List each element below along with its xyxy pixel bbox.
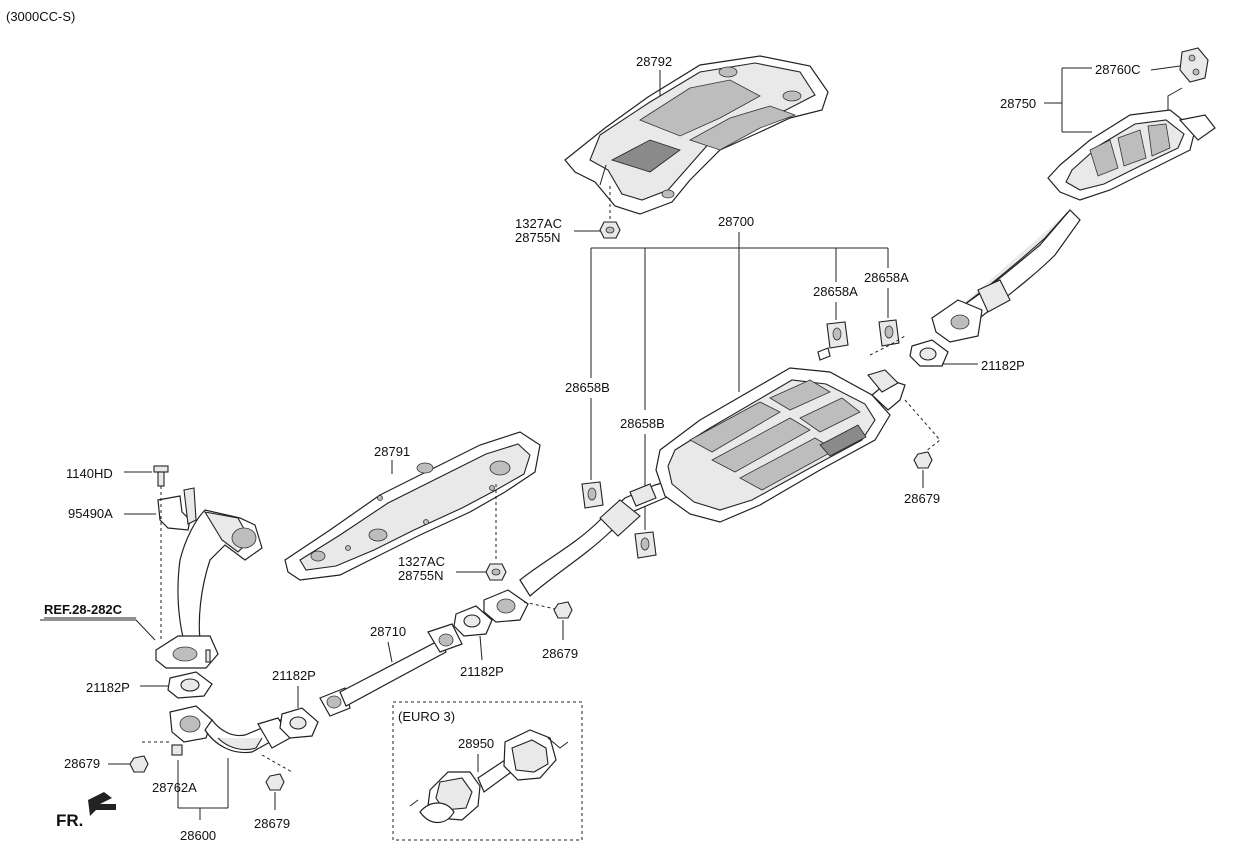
nut-28679-left[interactable]: [129, 755, 149, 773]
callout-28658b-1: 28658B: [565, 380, 610, 395]
callout-28700: 28700: [718, 214, 754, 229]
callout-28750: 28750: [1000, 96, 1036, 111]
heat-shield-upper[interactable]: [564, 55, 829, 215]
gasket-21182p-left[interactable]: [167, 671, 213, 699]
callout-28658b-2: 28658B: [620, 416, 665, 431]
callout-1327ac-top: 1327AC: [515, 216, 562, 231]
callout-28760c: 28760C: [1095, 62, 1141, 77]
front-direction-indicator: FR.: [56, 792, 116, 830]
gasket-21182p-right[interactable]: [909, 339, 949, 367]
front-pipe-28600[interactable]: [169, 705, 291, 756]
main-muffler[interactable]: [483, 347, 906, 623]
callout-21182p-center: 21182P: [460, 664, 504, 679]
callout-1140hd: 1140HD: [66, 466, 113, 481]
heat-shield-lower[interactable]: [284, 431, 541, 581]
callout-21182p-left: 21182P: [86, 680, 130, 695]
hanger-28658a-2[interactable]: [878, 319, 900, 347]
nut-28679-center[interactable]: [553, 601, 573, 619]
callout-28792: 28792: [636, 54, 672, 69]
callout-28791: 28791: [374, 444, 410, 459]
callout-21182p-mid: 21182P: [272, 668, 316, 683]
ref-label[interactable]: REF.28-282C: [44, 602, 123, 617]
hanger-28658b-1[interactable]: [581, 481, 604, 509]
center-pipe-28710[interactable]: [319, 623, 463, 717]
bracket-95490a[interactable]: [157, 487, 197, 531]
tail-muffler[interactable]: [931, 87, 1216, 343]
bolt-1140hd[interactable]: [153, 465, 169, 487]
callout-28755n-mid: 28755N: [398, 568, 444, 583]
nut-mid[interactable]: [485, 563, 507, 581]
callout-28679-left: 28679: [64, 756, 100, 771]
nut-28679-bottom[interactable]: [265, 773, 285, 791]
callout-1327ac-mid: 1327AC: [398, 554, 445, 569]
callout-28950: 28950: [458, 736, 494, 751]
fr-label: FR.: [56, 811, 83, 830]
callout-28658a-1: 28658A: [813, 284, 858, 299]
callout-28762a: 28762A: [152, 780, 197, 795]
callout-95490a: 95490A: [68, 506, 113, 521]
callout-28755n-top: 28755N: [515, 230, 561, 245]
arrow-icon: [88, 792, 116, 816]
callout-28679-center: 28679: [542, 646, 578, 661]
gasket-21182p-mid[interactable]: [279, 707, 319, 739]
gasket-21182p-center[interactable]: [453, 605, 493, 637]
hanger-28658b-2[interactable]: [634, 531, 657, 559]
nut-top[interactable]: [599, 221, 621, 239]
engine-note: (3000CC-S): [6, 9, 75, 24]
callout-28710: 28710: [370, 624, 406, 639]
inset-title: (EURO 3): [398, 709, 455, 724]
callout-28679-bottom: 28679: [254, 816, 290, 831]
hanger-28658a-1[interactable]: [826, 321, 849, 349]
catalytic-converter-28950[interactable]: [409, 729, 569, 824]
callout-28658a-2: 28658A: [864, 270, 909, 285]
hanger-28760c[interactable]: [1179, 47, 1209, 83]
front-pipe-header[interactable]: [155, 509, 263, 669]
callout-21182p-right: 21182P: [981, 358, 1025, 373]
callout-28679-right: 28679: [904, 491, 940, 506]
euro3-inset: (EURO 3) 28950: [392, 701, 583, 841]
nut-28679-right[interactable]: [913, 451, 933, 469]
callout-28600: 28600: [180, 828, 216, 843]
